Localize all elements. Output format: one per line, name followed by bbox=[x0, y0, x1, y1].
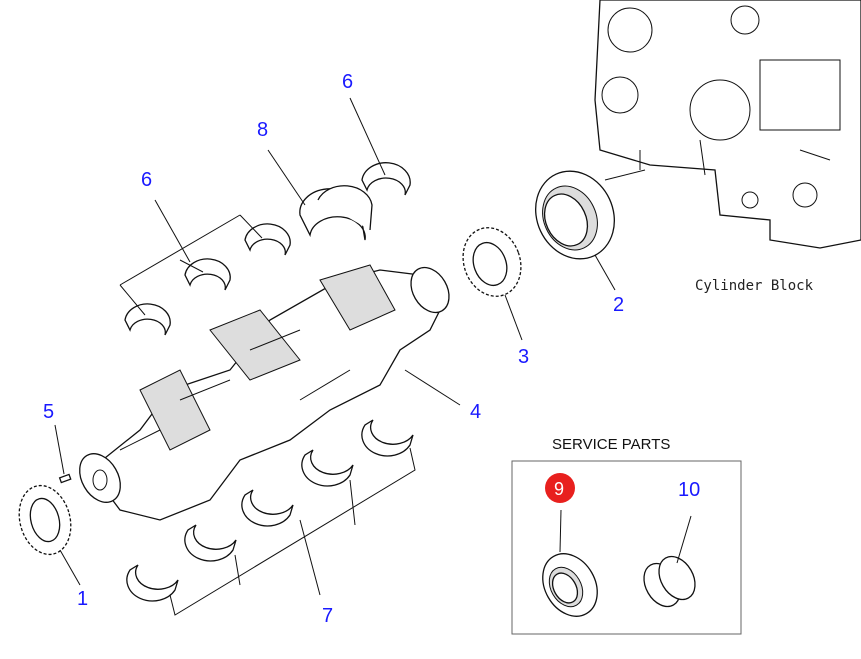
callout-5[interactable]: 5 bbox=[43, 401, 54, 423]
callout-2[interactable]: 2 bbox=[613, 294, 624, 316]
rear-gear bbox=[18, 484, 81, 586]
callout-1[interactable]: 1 bbox=[77, 588, 88, 610]
service-sleeve bbox=[643, 515, 696, 608]
thrust-bearing bbox=[267, 149, 373, 241]
lower-main-bearings bbox=[126, 419, 416, 616]
callout-10[interactable]: 10 bbox=[678, 479, 700, 501]
callout-9[interactable]: 9 bbox=[554, 479, 564, 499]
service-parts-title: SERVICE PARTS bbox=[552, 436, 670, 453]
callout-8[interactable]: 8 bbox=[257, 119, 268, 141]
callout-4[interactable]: 4 bbox=[470, 401, 481, 423]
cylinder-block: Cylinder Block bbox=[594, 0, 861, 294]
service-seal bbox=[542, 509, 598, 617]
callout-7[interactable]: 7 bbox=[322, 605, 333, 627]
callout-9-badge[interactable] bbox=[545, 473, 575, 503]
upper-main-bearings bbox=[119, 97, 411, 336]
callout-3[interactable]: 3 bbox=[518, 346, 529, 368]
callout-6[interactable]: 6 bbox=[141, 169, 152, 191]
crankshaft bbox=[79, 264, 461, 521]
service-parts-panel: SERVICE PARTS bbox=[511, 436, 742, 635]
crankshaft-gear bbox=[462, 227, 523, 341]
dowel-pin bbox=[54, 424, 72, 484]
front-seal bbox=[535, 169, 646, 291]
callout-6-upper[interactable]: 6 bbox=[342, 71, 353, 93]
cylinder-block-label: Cylinder Block bbox=[695, 278, 814, 294]
